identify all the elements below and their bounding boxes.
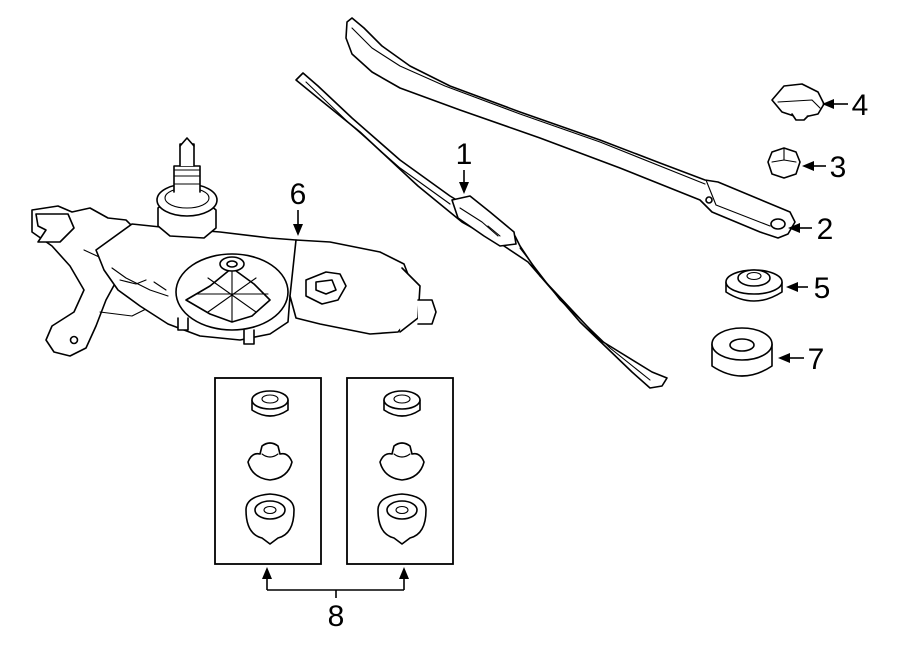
kit-grommet	[377, 493, 427, 545]
callout-8: 8	[328, 600, 345, 633]
kit-clip	[247, 442, 293, 481]
kit-bushing	[383, 390, 421, 417]
nut-part	[767, 147, 801, 179]
wiper-motor	[31, 137, 437, 357]
callout-1: 1	[456, 138, 473, 171]
callout-5: 5	[814, 272, 831, 305]
seal-part	[711, 327, 773, 377]
grommet-part	[725, 269, 783, 302]
callout-7: 7	[808, 343, 825, 376]
wiper-arm	[345, 17, 796, 239]
leader-lines	[262, 99, 848, 598]
callout-4: 4	[852, 89, 869, 122]
kit-box-right	[346, 377, 454, 565]
kit-box-left	[214, 377, 322, 565]
cap-part	[771, 83, 825, 121]
kit-clip	[379, 442, 425, 481]
kit-grommet	[245, 493, 295, 545]
callout-3: 3	[830, 151, 847, 184]
callout-2: 2	[817, 213, 834, 246]
kit-bushing	[251, 390, 289, 417]
wiper-blade	[295, 72, 668, 389]
callout-6: 6	[290, 178, 307, 211]
